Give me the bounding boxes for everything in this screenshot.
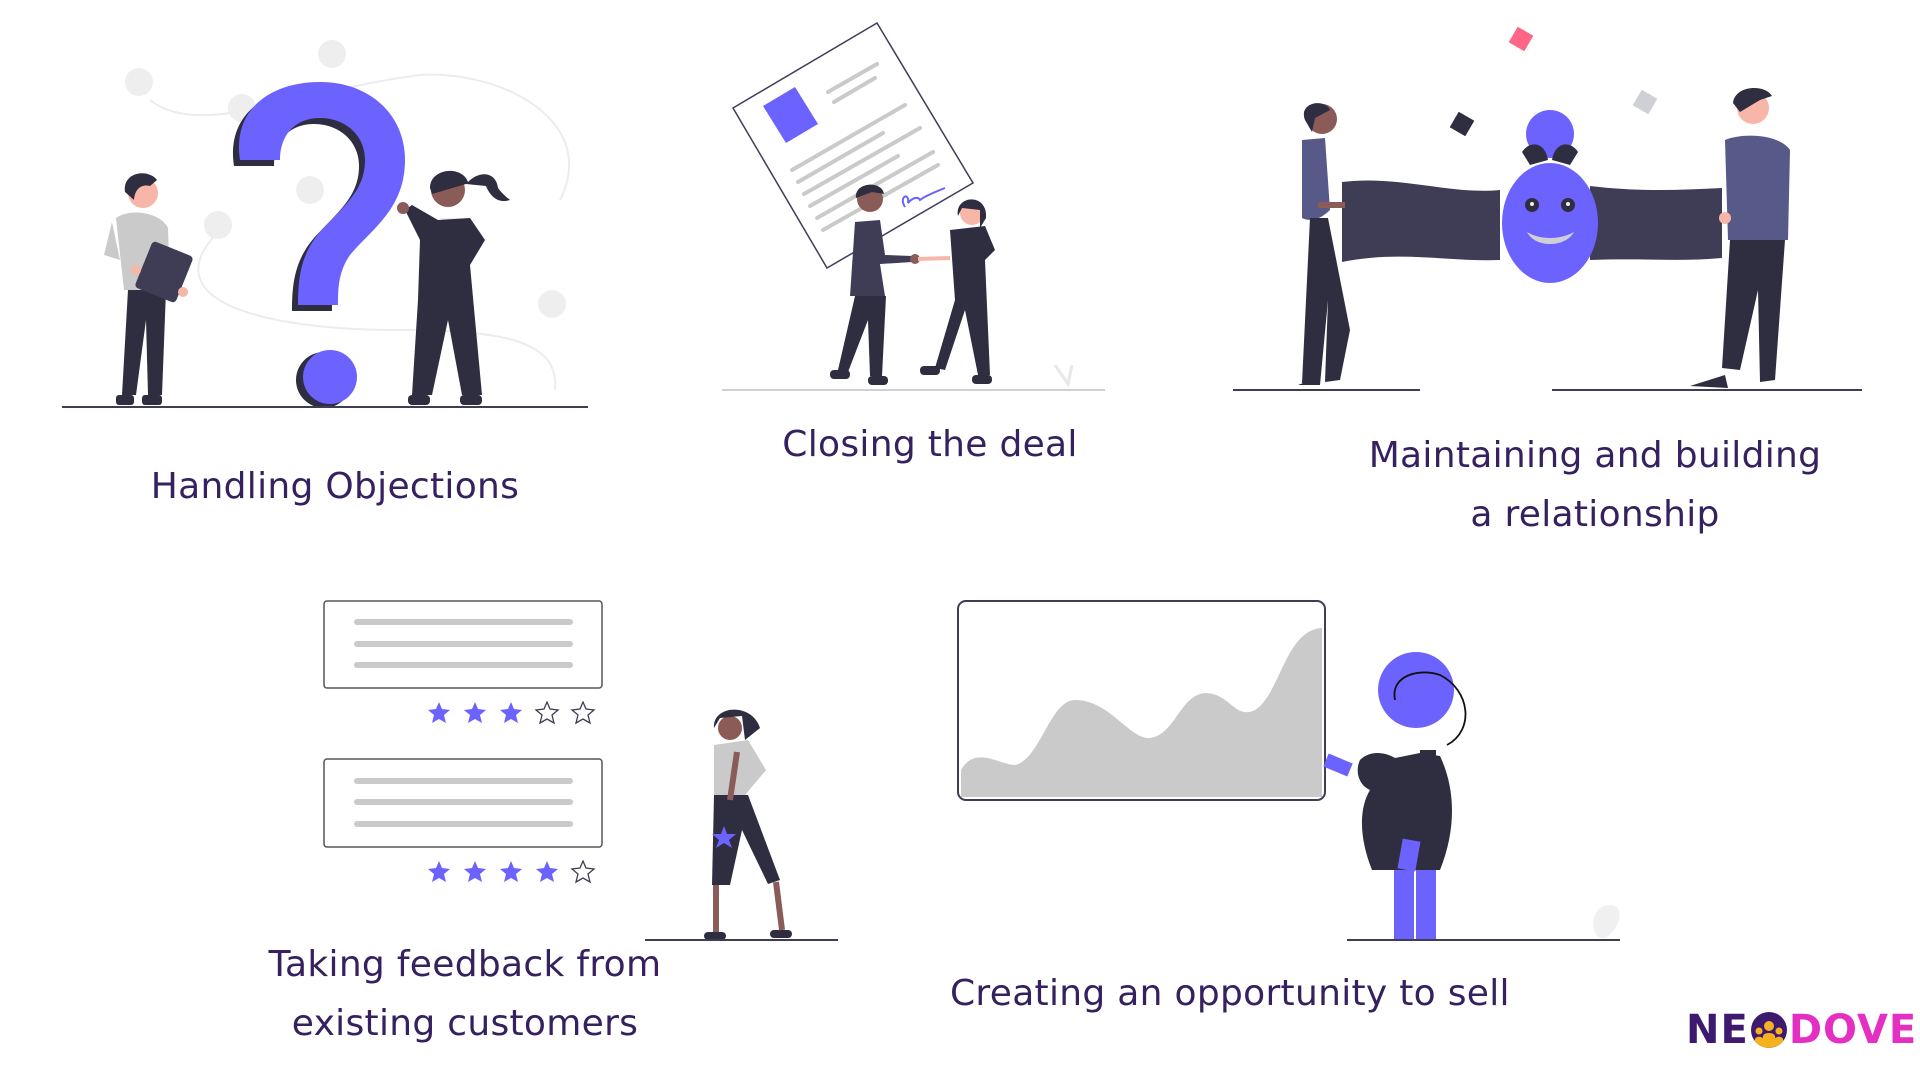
neodove-logo: NE DOVE xyxy=(1686,1007,1918,1053)
man-with-tablet-figure xyxy=(104,173,193,405)
contract-document-icon xyxy=(731,21,975,270)
star-filled-icon xyxy=(464,702,486,723)
caption-creating-opportunity: Creating an opportunity to sell xyxy=(950,973,1510,1014)
woman-pointing-figure xyxy=(397,170,510,405)
caption-line-2: a relationship xyxy=(1470,494,1720,535)
businessman-figure xyxy=(830,184,920,385)
businesswoman-figure xyxy=(917,199,995,384)
smiley-face-icon xyxy=(1502,110,1598,283)
woman-holding-banner-figure xyxy=(1298,103,1350,385)
caption-maintaining-relationship: Maintaining and building a relationship xyxy=(1300,426,1890,544)
caption-handling-objections: Handling Objections xyxy=(150,466,520,507)
star-icon xyxy=(712,826,736,848)
star-empty-icon xyxy=(570,859,596,884)
caption-closing-the-deal: Closing the deal xyxy=(782,424,1078,465)
caption-line-1: Taking feedback from xyxy=(268,944,662,985)
review-card-1 xyxy=(323,600,603,689)
man-holding-banner-figure xyxy=(1690,88,1790,388)
area-chart-board xyxy=(957,600,1326,801)
feedback-illustration xyxy=(323,600,838,941)
confetti-icon xyxy=(1508,26,1534,52)
relationship-illustration xyxy=(1233,26,1862,391)
question-mark-icon xyxy=(232,82,405,408)
opportunity-illustration xyxy=(957,600,1620,941)
star-filled-icon xyxy=(500,702,522,723)
closing-the-deal-illustration xyxy=(722,21,1105,391)
man-presenting-figure xyxy=(1323,652,1620,940)
caption-taking-feedback: Taking feedback from existing customers xyxy=(210,935,720,1053)
bg-circle-icon xyxy=(125,68,153,96)
star-filled-icon xyxy=(428,861,450,882)
star-empty-icon xyxy=(570,700,596,725)
people-group-icon xyxy=(1750,1012,1787,1048)
star-filled-icon xyxy=(500,861,522,882)
caption-line-2: existing customers xyxy=(291,1003,639,1044)
handling-objections-illustration xyxy=(62,40,588,408)
caption-line-1: Maintaining and building xyxy=(1368,435,1822,476)
star-filled-icon xyxy=(464,861,486,882)
star-filled-icon xyxy=(428,702,450,723)
logo-text-right: DOVE xyxy=(1788,1007,1918,1053)
review-card-2 xyxy=(323,758,603,848)
rating-row-2 xyxy=(427,859,607,884)
star-empty-icon xyxy=(534,700,560,725)
rating-row-1 xyxy=(427,700,607,725)
logo-text-left: NE xyxy=(1686,1007,1749,1053)
star-filled-icon xyxy=(536,861,558,882)
woman-walking-figure xyxy=(704,709,792,940)
